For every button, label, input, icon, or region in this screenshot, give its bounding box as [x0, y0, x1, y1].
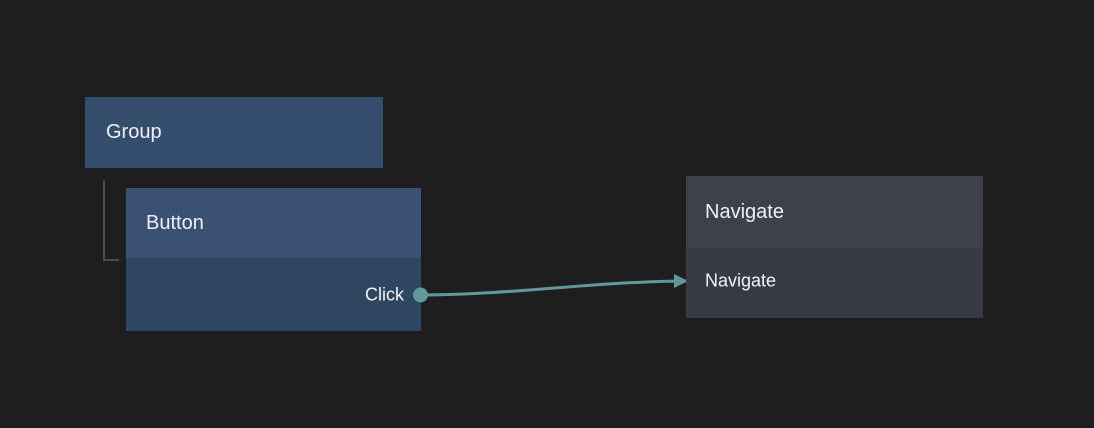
- port-row-navigate-input[interactable]: Navigate: [686, 271, 776, 292]
- port-label-navigate: Navigate: [705, 270, 777, 291]
- node-group-header[interactable]: Group: [85, 97, 383, 168]
- node-navigate-body: Navigate: [686, 248, 983, 318]
- node-group[interactable]: Group: [85, 97, 383, 168]
- connection-click-to-navigate[interactable]: [419, 279, 690, 297]
- port-row-click-output[interactable]: Click: [365, 284, 428, 306]
- node-button-body: Click: [126, 258, 428, 331]
- node-navigate-title: Navigate: [705, 200, 784, 223]
- group-containment-bracket: [103, 180, 119, 261]
- node-navigate-header[interactable]: Navigate: [686, 176, 983, 248]
- node-navigate[interactable]: Navigate Navigate: [686, 176, 983, 318]
- node-button-title: Button: [146, 211, 204, 234]
- node-button-header[interactable]: Button: [126, 188, 421, 258]
- output-port-dot-click[interactable]: [413, 287, 428, 303]
- node-button[interactable]: Button Click: [126, 188, 428, 331]
- port-label-click: Click: [365, 284, 404, 305]
- node-group-title: Group: [106, 121, 162, 143]
